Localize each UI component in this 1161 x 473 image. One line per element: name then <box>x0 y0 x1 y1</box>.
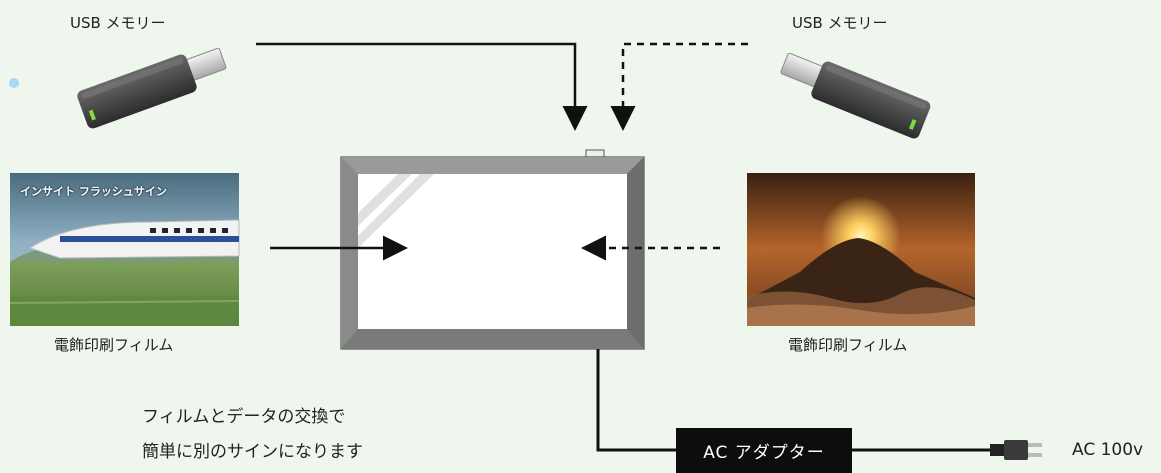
caption-line-1: フィルムとデータの交換で <box>142 407 346 427</box>
power-cable-frame <box>596 349 676 452</box>
ac-adapter-label: AC アダプター <box>703 443 825 463</box>
film-label-left: 電飾印刷フィルム <box>54 336 174 354</box>
film-label-right: 電飾印刷フィルム <box>788 336 908 354</box>
power-label: AC 100v <box>1072 440 1144 460</box>
usb-stick-left <box>77 47 227 129</box>
usb-label-right: USB メモリー <box>792 14 888 32</box>
film-image-left <box>9 173 240 326</box>
caption-line-2: 簡単に別のサインになります <box>142 442 363 462</box>
power-plug-icon <box>990 440 1042 460</box>
decor-dot <box>9 78 19 88</box>
usb-label-left: USB メモリー <box>70 14 166 32</box>
film-image-right <box>747 173 975 326</box>
usb-stick-right <box>780 52 931 139</box>
arrow-usb-right <box>610 42 748 131</box>
ac-adapter-box: AC アダプター <box>676 428 852 473</box>
sign-frame <box>340 149 645 350</box>
film-left-overlay-text: インサイト フラッシュサイン <box>20 185 167 198</box>
arrow-usb-left <box>256 42 588 131</box>
